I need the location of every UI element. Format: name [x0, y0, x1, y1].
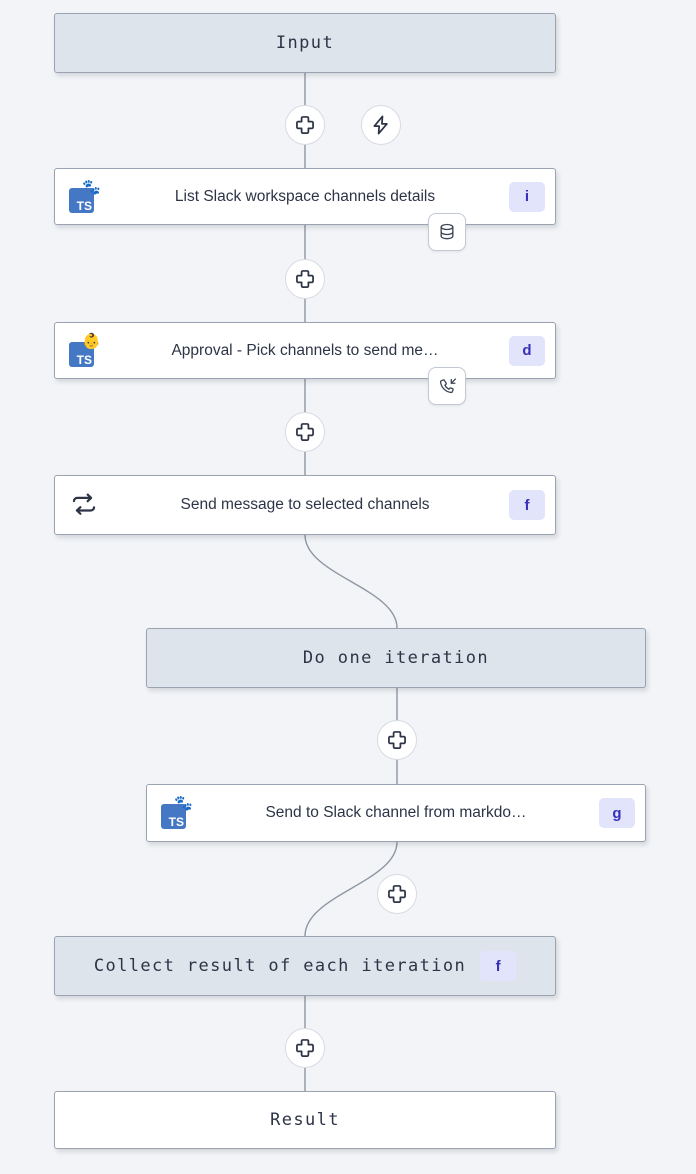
add-step-after-slack-button[interactable] — [377, 874, 417, 914]
node-collect-result-badge[interactable]: f — [480, 951, 517, 981]
list-slack-channels-database-button[interactable] — [428, 213, 466, 251]
typescript-icon: TS 🐾 — [67, 178, 101, 214]
plus-icon — [388, 731, 406, 749]
database-icon — [440, 223, 454, 240]
node-do-one-iteration-label: Do one iteration — [302, 648, 490, 668]
plus-icon — [296, 1039, 314, 1057]
add-step-after-approval-button[interactable] — [285, 412, 325, 452]
node-forloop-badge[interactable]: f — [509, 490, 545, 520]
node-collect-result-label: Collect result of each iteration — [93, 956, 467, 976]
node-approval-title: Approval - Pick channels to send me… — [171, 341, 439, 359]
node-do-one-iteration[interactable]: Do one iteration — [146, 628, 646, 688]
node-forloop-title: Send message to selected channels — [180, 496, 430, 513]
node-approval[interactable]: TS 👶 Approval - Pick channels to send me… — [54, 322, 556, 379]
node-collect-result[interactable]: Collect result of each iteration f — [54, 936, 556, 996]
node-list-slack-channels-badge[interactable]: i — [509, 181, 545, 212]
plus-icon — [296, 270, 314, 288]
repeat-loop-icon — [67, 488, 101, 522]
node-list-slack-channels[interactable]: TS 🐾 List Slack workspace channels detai… — [54, 168, 556, 225]
node-result[interactable]: Result — [54, 1091, 556, 1149]
add-trigger-button[interactable] — [361, 105, 401, 145]
typescript-icon: TS 🐾 — [159, 795, 193, 830]
plus-icon — [388, 885, 406, 903]
node-input[interactable]: Input — [54, 13, 556, 73]
typescript-icon: TS 👶 — [67, 332, 101, 368]
approval-phone-button[interactable] — [428, 367, 466, 405]
node-send-to-slack-title: Send to Slack channel from markdo… — [265, 804, 527, 821]
node-send-to-slack[interactable]: TS 🐾 Send to Slack channel from markdo… … — [146, 784, 646, 842]
lightning-bolt-icon — [373, 115, 388, 135]
plus-icon — [296, 116, 314, 134]
plus-icon — [296, 423, 314, 441]
add-step-after-collect-button[interactable] — [285, 1028, 325, 1068]
add-step-inside-loop-button[interactable] — [377, 720, 417, 760]
deno-icon: 🐾 — [82, 178, 101, 196]
node-approval-badge[interactable]: d — [509, 335, 545, 366]
node-result-label: Result — [270, 1110, 340, 1130]
deno-icon: 🐾 — [174, 795, 193, 812]
node-send-to-slack-badge[interactable]: g — [599, 798, 635, 828]
node-input-label: Input — [275, 33, 335, 53]
add-step-after-list-button[interactable] — [285, 259, 325, 299]
edge-forloop-to-iteration — [304, 534, 398, 629]
add-step-after-input-button[interactable] — [285, 105, 325, 145]
node-forloop[interactable]: Send message to selected channels f — [54, 475, 556, 535]
phone-incoming-icon — [439, 377, 456, 393]
baby-face-icon: 👶 — [82, 332, 101, 350]
node-list-slack-channels-title: List Slack workspace channels details — [174, 187, 436, 205]
